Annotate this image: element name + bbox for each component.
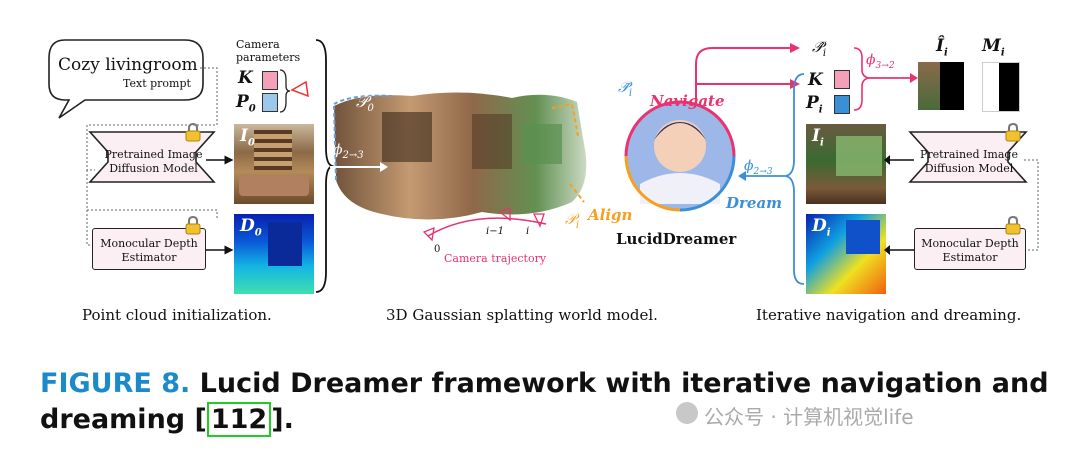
middle-caption: 3D Gaussian splatting world model. — [386, 306, 658, 324]
prompt-subtitle: Text prompt — [123, 77, 191, 90]
lucid-dreamer-cycle — [624, 100, 736, 212]
phi-23-label: ϕ2→3 — [333, 142, 364, 161]
figure-label: FIGURE 8. — [40, 368, 191, 399]
reference-link[interactable]: 112 — [206, 402, 272, 437]
I0-image — [234, 124, 314, 204]
I0-label: I0 — [240, 126, 255, 149]
diffusion-model-shape — [88, 131, 216, 183]
Pi-matrix — [834, 95, 850, 114]
cam-0-label: 0 — [434, 244, 441, 255]
cam-i-label: i — [526, 226, 530, 237]
Phat-label: 𝒫̂i — [812, 38, 827, 59]
figure-text: Lucid Dreamer framework with iterative n… — [199, 368, 1049, 399]
trajectory-label: Camera trajectory — [444, 252, 547, 265]
Di-image — [806, 214, 886, 294]
depth-estimator-right-label: Monocular Depth Estimator — [921, 237, 1019, 264]
camera-parameters-label: Camera parameters — [236, 38, 301, 64]
dotted-connectors-right — [1024, 159, 1039, 251]
P0-cloud-label: 𝒫0 — [356, 92, 374, 115]
phi-32-bracket — [853, 47, 918, 111]
phi-arrow — [330, 162, 388, 172]
phi-32-label: ϕ3→2 — [866, 52, 895, 71]
Pi-align-label: 𝒫i — [565, 210, 580, 231]
depth-estimator-right-box: Monocular Depth Estimator — [914, 228, 1026, 270]
lock-icon — [1004, 122, 1022, 146]
lock-icon — [1004, 215, 1022, 239]
D0-image — [234, 214, 314, 294]
depth-estimator-box: Monocular Depth Estimator — [92, 228, 206, 270]
diffusion-model-right-shape — [908, 131, 1028, 183]
point-cloud-render — [333, 92, 587, 220]
K-matrix — [262, 71, 278, 90]
lock-icon — [184, 215, 202, 239]
camera-trajectory — [422, 207, 547, 242]
diffusion-model-label: Pretrained Image Diffusion Model — [104, 148, 203, 175]
lucid-dreamer-label: LucidDreamer — [616, 230, 737, 248]
P0-matrix — [262, 93, 278, 112]
Ii-label: Ii — [812, 126, 824, 149]
Ii-image — [806, 124, 886, 204]
Ptilde-label: 𝒫̃i — [618, 78, 633, 99]
M-label: Mi — [982, 36, 1005, 59]
align-label: Align — [588, 206, 633, 224]
navigate-label: Navigate — [650, 92, 725, 110]
left-arrows — [206, 155, 234, 255]
figure-caption-line1: FIGURE 8. Lucid Dreamer framework with i… — [40, 368, 1049, 399]
dream-bracket — [738, 73, 805, 285]
speech-bubble — [48, 39, 204, 119]
P0-label: P0 — [236, 92, 256, 115]
Di-label: Di — [812, 216, 831, 239]
Ihat-image — [918, 62, 964, 110]
M-image — [982, 62, 1020, 112]
diffusion-model-right-label: Pretrained Image Diffusion Model — [920, 148, 1018, 175]
D0-label: D0 — [240, 216, 262, 239]
left-caption: Point cloud initialization. — [82, 306, 272, 324]
cam-i1-label: i−1 — [486, 226, 504, 237]
figure-text2: dreaming [ — [40, 404, 207, 435]
Pi-label: Pi — [806, 93, 823, 116]
camera-bracket — [279, 69, 309, 113]
wechat-icon — [676, 402, 698, 424]
phi-23-right-label: ϕ2→3 — [744, 158, 773, 177]
right-arrows — [884, 155, 914, 255]
figure-caption-line2: dreaming [112]. — [40, 402, 294, 437]
K-right-label: K — [808, 70, 823, 90]
figure-text3: ]. — [271, 404, 294, 435]
lock-icon — [184, 122, 202, 146]
K-right-matrix — [834, 70, 850, 89]
watermark: 公众号 · 计算机视觉life — [704, 405, 914, 429]
depth-estimator-label: Monocular Depth Estimator — [100, 237, 198, 264]
right-caption: Iterative navigation and dreaming. — [756, 306, 1022, 324]
dream-label: Dream — [726, 194, 783, 212]
K-label: K — [238, 68, 253, 88]
prompt-title: Cozy livingroom — [58, 55, 198, 75]
Ihat-label: Îi — [936, 36, 948, 59]
